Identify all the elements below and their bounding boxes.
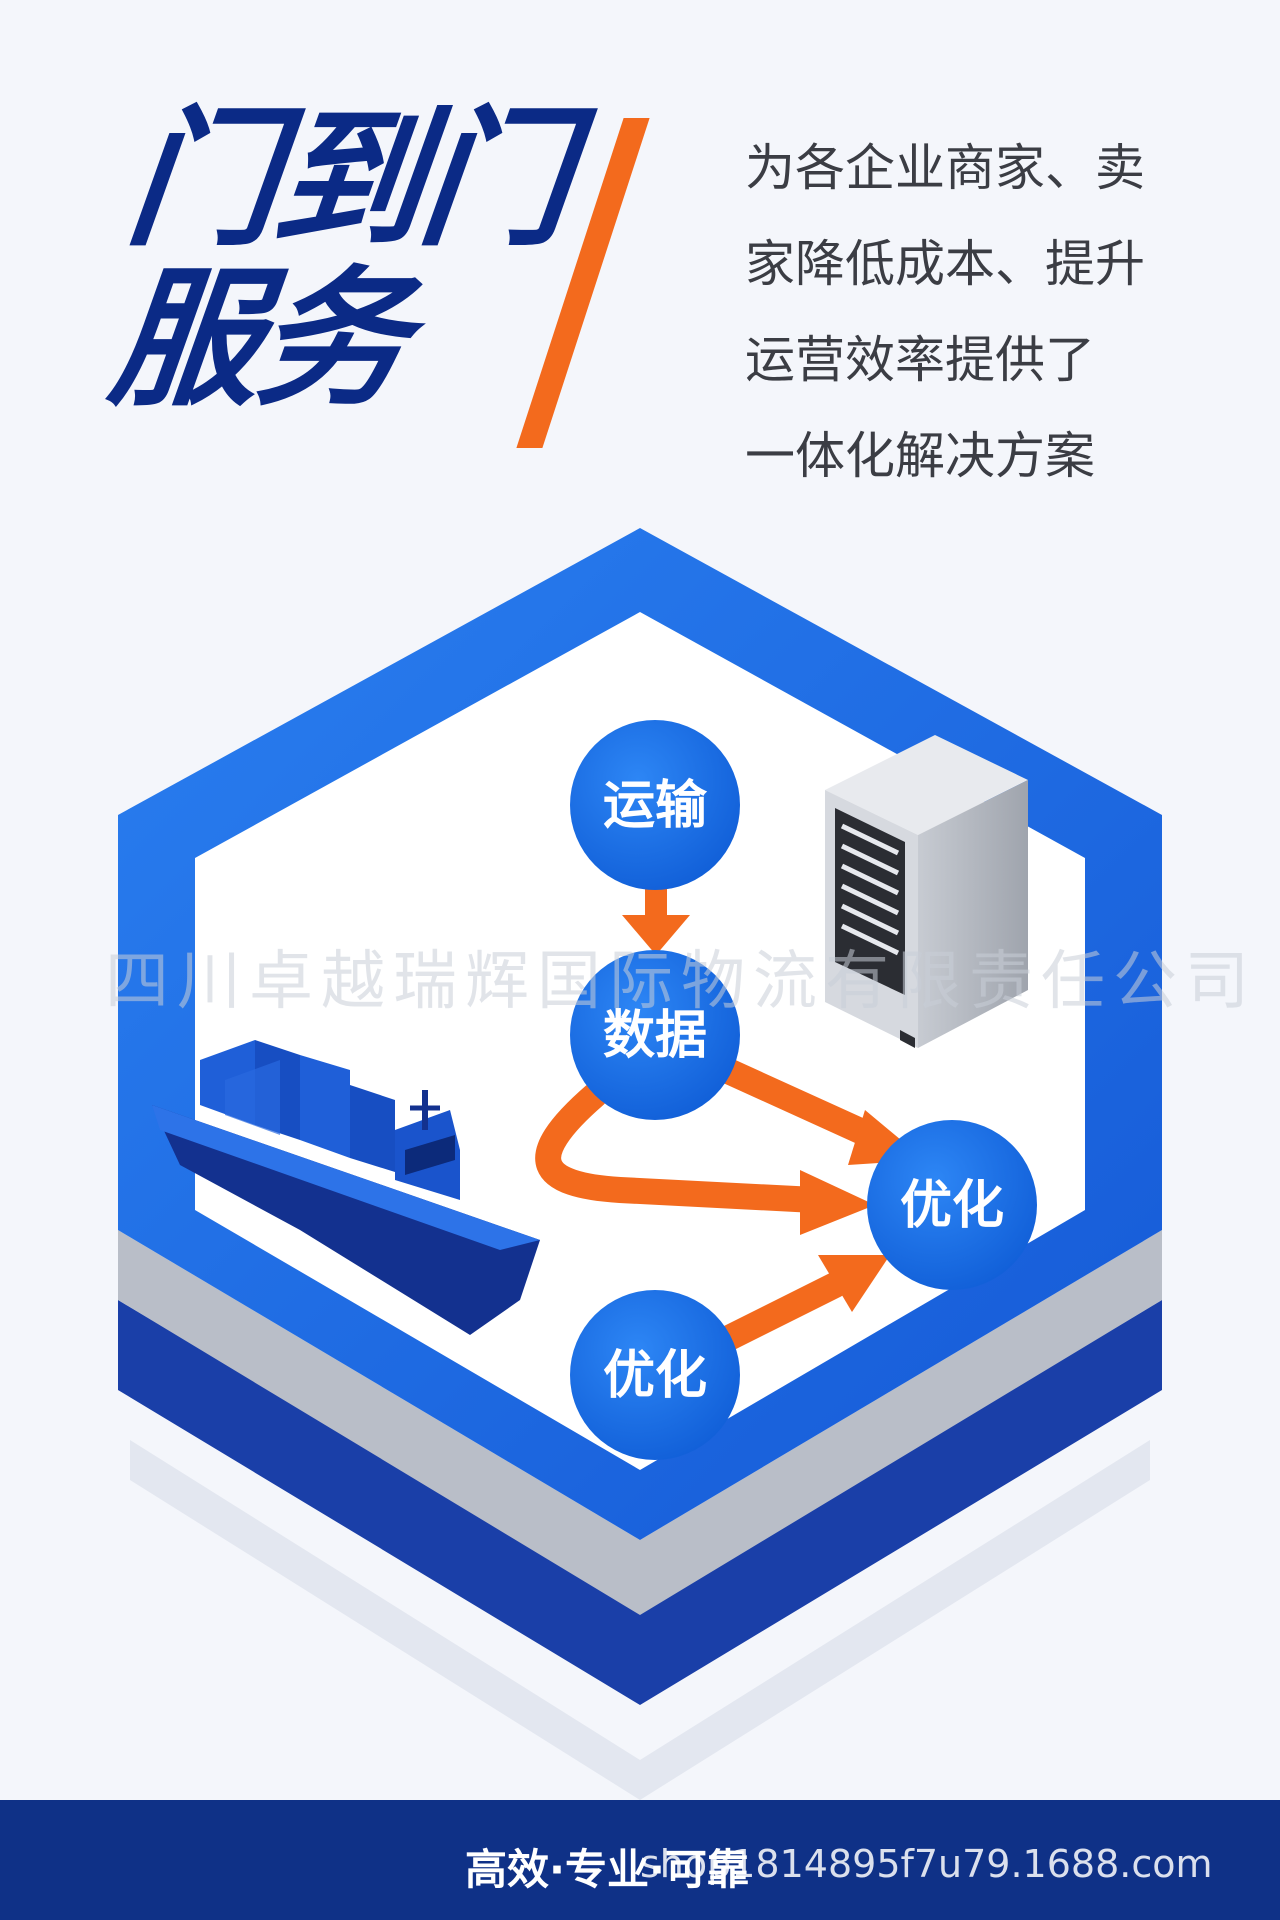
- footer-url-watermark: shop1814895f7u79.1688.com: [640, 1842, 1213, 1886]
- node-optimize-bottom-label: 优化: [603, 1346, 707, 1406]
- node-optimize-bottom: 优化: [570, 1290, 740, 1460]
- description: 为各企业商家、卖 家降低成本、提升 运营效率提供了 一体化解决方案: [745, 120, 1185, 504]
- description-line: 为各企业商家、卖: [745, 139, 1145, 197]
- node-optimize-right-label: 优化: [900, 1176, 1004, 1236]
- description-line: 一体化解决方案: [745, 427, 1095, 485]
- arrow-icon: [535, 1052, 893, 1358]
- ship-icon: [152, 1040, 540, 1335]
- footer-slogan: 高效·专业·可靠: [465, 1845, 749, 1894]
- base-layer-navy: [118, 1300, 1162, 1705]
- node-data: 数据: [570, 950, 740, 1120]
- base-layer-gray: [118, 1230, 1162, 1615]
- watermark-company-name: 四川卓越瑞辉国际物流有限责任公司: [105, 945, 1257, 1019]
- server-icon: [825, 735, 1028, 1048]
- description-line: 运营效率提供了: [745, 331, 1095, 389]
- node-transport-label: 运输: [603, 776, 708, 836]
- node-data-label: 数据: [603, 1006, 707, 1066]
- node-transport: 运输: [570, 720, 740, 890]
- node-optimize-right: 优化: [867, 1120, 1037, 1290]
- arrow-icon: [622, 880, 690, 955]
- description-line: 家降低成本、提升: [745, 235, 1145, 293]
- footer-bar: [0, 1800, 1280, 1920]
